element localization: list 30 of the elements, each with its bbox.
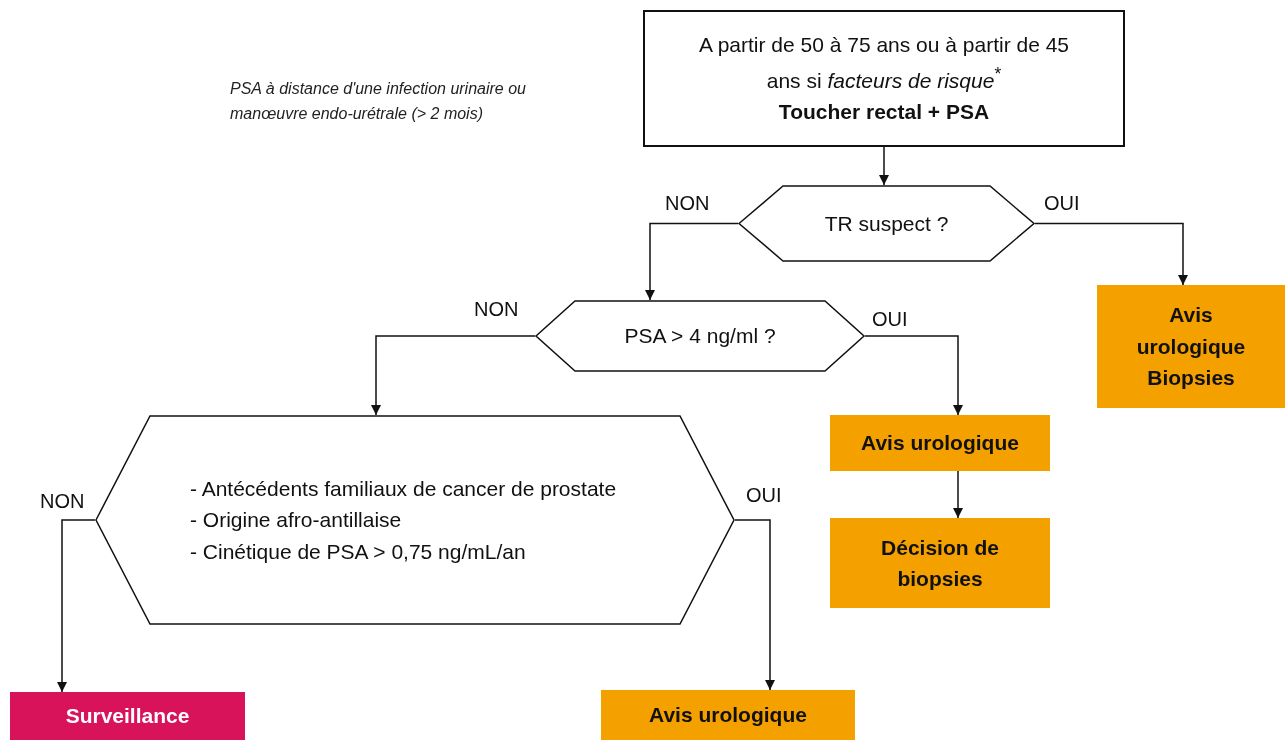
arrow <box>56 519 96 693</box>
decision-hexagon <box>535 300 865 372</box>
node-text: Surveillance <box>64 703 191 730</box>
node-text: Avis urologique Biopsies <box>1135 302 1247 392</box>
arrow <box>864 335 964 416</box>
node-text: - Origine afro-antillaise <box>190 507 403 534</box>
process-box <box>830 518 1050 608</box>
node-text: A partir de 50 à 75 ans ou à partir de 45 ans si facteurs de risque$^{*}$ <box>697 32 1071 94</box>
arrow <box>1034 222 1189 286</box>
note-text: PSA à distance d'une infection urinaire ou manœuvre endo-urétrale (> 2 mois) <box>230 79 527 124</box>
process-box <box>601 690 855 740</box>
decision-hexagon <box>95 415 735 625</box>
process-box <box>830 415 1050 471</box>
process-box <box>643 10 1125 147</box>
node-text: - Antécédents familiaux de cancer de prostate <box>190 475 618 502</box>
process-box <box>10 692 245 740</box>
node-text: Décision de biopsies <box>880 534 1000 592</box>
node-text: TR suspect ? <box>823 210 950 237</box>
process-box <box>1097 285 1285 408</box>
arrow <box>370 335 536 416</box>
arrow <box>952 470 964 519</box>
node-text: PSA > 4 ng/ml ? <box>623 323 777 349</box>
decision-hexagon <box>738 185 1035 262</box>
node-text: Avis urologique <box>860 430 1020 457</box>
arrow <box>878 146 890 186</box>
node-text: - Cinétique de PSA > 0,75 ng/mL/an <box>190 538 527 565</box>
arrow <box>734 519 776 691</box>
node-title: Toucher rectal + PSA <box>777 99 991 126</box>
node-text: Avis urologique <box>648 702 808 729</box>
arrow <box>644 222 739 301</box>
